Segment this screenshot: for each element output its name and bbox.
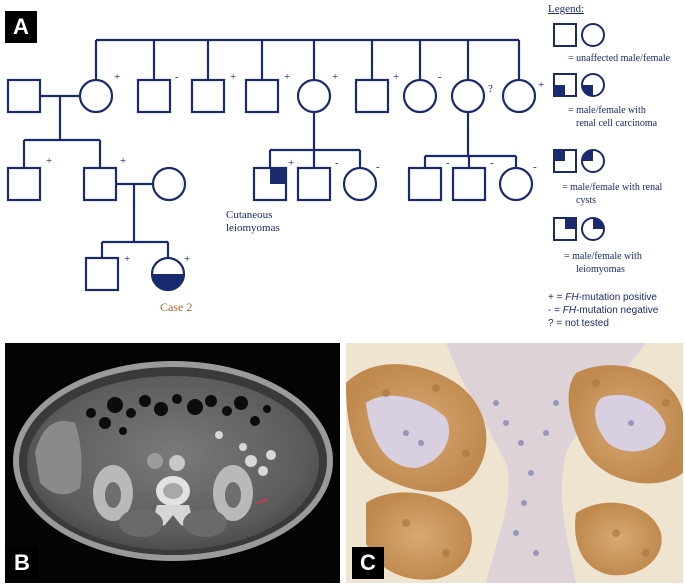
legend-cysts-label-2: cysts — [576, 195, 596, 206]
panel-c-label: C — [352, 547, 384, 579]
panel-b-label: B — [6, 547, 38, 579]
status-mark: - — [376, 161, 380, 173]
status-mark: + — [124, 253, 130, 265]
male-symbol — [84, 256, 120, 292]
male-symbol — [451, 166, 487, 202]
male-symbol — [82, 166, 118, 202]
male-leiomyoma-symbol — [252, 166, 288, 202]
legend-title: Legend: — [548, 3, 585, 15]
legend-leiomyoma-label-2: leiomyomas — [576, 264, 625, 275]
male-symbol — [354, 78, 390, 114]
male-symbol — [296, 166, 332, 202]
ct-scan-image: B — [5, 343, 340, 583]
status-negative-key: - = FH-mutation negative — [548, 305, 659, 316]
status-mark: - — [335, 157, 339, 169]
status-mark: - — [175, 71, 179, 83]
status-mark: - — [533, 161, 537, 173]
female-symbol — [78, 78, 114, 114]
legend-rcc-symbols — [553, 73, 605, 97]
male-symbol — [6, 78, 42, 114]
status-mark: + — [230, 71, 236, 83]
status-mark: + — [332, 71, 338, 83]
female-symbol — [342, 166, 378, 202]
status-mark: - — [438, 71, 442, 83]
male-symbol — [136, 78, 172, 114]
status-mark: - — [490, 157, 494, 169]
legend-leiomyoma-label-1: = male/female with — [564, 251, 642, 262]
legend-rcc-label-2: renal cell carcinoma — [576, 118, 658, 129]
male-symbol — [6, 166, 42, 202]
status-mark: + — [114, 71, 120, 83]
female-symbol — [450, 78, 486, 114]
status-mark: ? — [488, 83, 493, 95]
case-label: Case 2 — [160, 300, 193, 314]
status-mark: + — [184, 253, 190, 265]
status-mark: + — [284, 71, 290, 83]
status-mark: + — [538, 79, 544, 91]
status-mark: - — [446, 157, 450, 169]
cutaneous-label-1: Cutaneous — [226, 209, 273, 221]
histology-image: C — [346, 343, 683, 583]
female-symbol — [296, 78, 332, 114]
female-symbol — [402, 78, 438, 114]
female-symbol — [151, 166, 187, 202]
female-symbol — [501, 78, 537, 114]
legend-unaffected-symbols — [553, 23, 605, 47]
status-mark: + — [46, 155, 52, 167]
male-symbol — [407, 166, 443, 202]
cutaneous-label-2: leiomyomas — [226, 222, 280, 234]
male-symbol — [244, 78, 280, 114]
status-positive-key: + = FH-mutation positive — [548, 292, 657, 303]
legend-unaffected-label: = unaffected male/female — [568, 53, 671, 64]
legend-rcc-label-1: = male/female with — [568, 105, 646, 116]
status-mark: + — [393, 71, 399, 83]
legend-cysts-label-1: = male/female with renal — [562, 182, 663, 193]
status-mark: + — [120, 155, 126, 167]
legend-leiomyoma-symbols — [553, 217, 605, 241]
male-symbol — [190, 78, 226, 114]
case-2-proband-symbol — [150, 256, 186, 292]
panel-a-label: A — [5, 11, 37, 43]
status-mark: + — [288, 157, 294, 169]
pedigree-chart: + - + + + + - ? + + + + - - - - - + + — [6, 23, 605, 292]
female-symbol — [498, 166, 534, 202]
status-not-tested-key: ? = not tested — [548, 318, 609, 329]
legend-cysts-symbols — [553, 149, 605, 173]
